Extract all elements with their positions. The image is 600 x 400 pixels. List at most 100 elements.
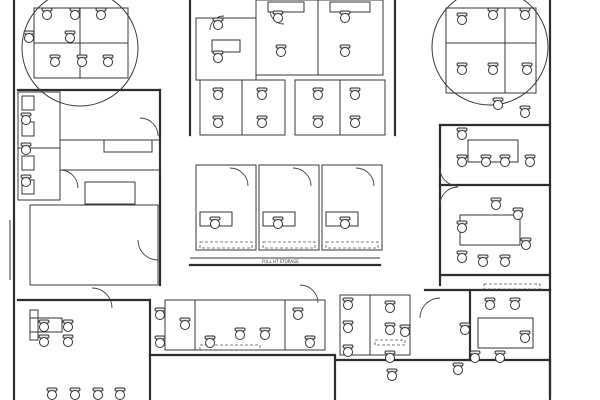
office-chair bbox=[509, 297, 521, 310]
office-chair bbox=[477, 254, 489, 267]
door-core-1 bbox=[139, 117, 159, 137]
restroom-b bbox=[17, 147, 61, 201]
door-m1 bbox=[229, 167, 249, 187]
office-chair bbox=[62, 334, 74, 347]
office-chair bbox=[204, 335, 216, 348]
office-chair bbox=[102, 54, 114, 67]
utility-room bbox=[29, 204, 159, 286]
chair-seat bbox=[488, 10, 498, 20]
office-chair bbox=[339, 44, 351, 57]
highlight-circles bbox=[21, 0, 549, 107]
office-chair bbox=[312, 87, 324, 100]
chair-seat bbox=[115, 390, 125, 400]
office-chair bbox=[349, 115, 361, 128]
office-m2 bbox=[258, 164, 320, 251]
office-chair bbox=[487, 7, 499, 20]
wc-1 bbox=[21, 95, 35, 111]
chair-seat bbox=[493, 100, 503, 110]
office-chair bbox=[519, 330, 531, 343]
chair-seat bbox=[63, 322, 73, 332]
chair-seat bbox=[495, 353, 505, 363]
chair-seat bbox=[39, 337, 49, 347]
chair-seat bbox=[257, 90, 267, 100]
storage-label: FULL HT STORAGE bbox=[262, 259, 299, 264]
office-chair bbox=[76, 54, 88, 67]
office-chair bbox=[456, 12, 468, 25]
office-chair bbox=[524, 154, 536, 167]
office-chair bbox=[384, 350, 396, 363]
chair-seat bbox=[400, 327, 410, 337]
chair-seat bbox=[385, 303, 395, 313]
door-core-2 bbox=[59, 169, 79, 189]
office-chair bbox=[384, 322, 396, 335]
office-chair bbox=[456, 250, 468, 263]
chair-seat bbox=[457, 65, 467, 75]
chair-seat bbox=[510, 300, 520, 310]
chair-seat bbox=[513, 210, 523, 220]
office-chair bbox=[69, 7, 81, 20]
door-east-1 bbox=[439, 167, 459, 187]
conf-table-east-2 bbox=[459, 214, 521, 246]
chair-seat bbox=[213, 118, 223, 128]
chair-seat bbox=[21, 115, 31, 125]
door-east-2 bbox=[439, 186, 459, 206]
chair-seat bbox=[180, 320, 190, 330]
chair-seat bbox=[210, 219, 220, 229]
chair-seat bbox=[305, 338, 315, 348]
chair-seat bbox=[491, 200, 501, 210]
office-chair bbox=[41, 7, 53, 20]
chair-seat bbox=[24, 33, 34, 43]
chair-seat bbox=[385, 353, 395, 363]
south-cubicle-block-3 bbox=[284, 299, 326, 351]
office-chair bbox=[512, 207, 524, 220]
office-chair bbox=[459, 322, 471, 335]
chair-seat bbox=[340, 219, 350, 229]
office-chair bbox=[292, 307, 304, 320]
chair-seat bbox=[343, 300, 353, 310]
chair-seat bbox=[340, 47, 350, 57]
chair-seat bbox=[343, 323, 353, 333]
chair-seat bbox=[273, 13, 283, 23]
cubicles-center bbox=[199, 79, 386, 136]
chair-seat bbox=[500, 157, 510, 167]
chair-seat bbox=[525, 157, 535, 167]
chair-seat bbox=[520, 10, 530, 20]
door-utility bbox=[137, 239, 159, 261]
chair-seat bbox=[155, 310, 165, 320]
office-chair bbox=[399, 324, 411, 337]
chair-seat bbox=[155, 338, 165, 348]
chair-seat bbox=[457, 130, 467, 140]
chair-seat bbox=[457, 253, 467, 263]
office-chair bbox=[492, 97, 504, 110]
office-chair bbox=[256, 87, 268, 100]
office-chair bbox=[349, 87, 361, 100]
chair-seat bbox=[21, 177, 31, 187]
storage-bin-m2 bbox=[262, 241, 316, 249]
desk-n1 bbox=[211, 39, 241, 53]
office-chair bbox=[490, 197, 502, 210]
chair-seat bbox=[235, 330, 245, 340]
sink-counter bbox=[84, 181, 136, 205]
office-chair bbox=[456, 154, 468, 167]
chair-seat bbox=[453, 365, 463, 375]
office-chair bbox=[519, 7, 531, 20]
office-chair bbox=[456, 62, 468, 75]
chair-seat bbox=[39, 322, 49, 332]
office-chair bbox=[469, 350, 481, 363]
highlight-circle-northwest bbox=[21, 0, 139, 107]
chair-seat bbox=[313, 118, 323, 128]
office-chair bbox=[69, 387, 81, 400]
chair-seat bbox=[96, 10, 106, 20]
office-chair bbox=[342, 297, 354, 310]
lower-wing-wall bbox=[16, 298, 152, 400]
office-chair bbox=[520, 237, 532, 250]
chair-seat bbox=[93, 390, 103, 400]
chair-seat bbox=[387, 371, 397, 381]
chair-seat bbox=[77, 57, 87, 67]
chairs bbox=[20, 7, 536, 400]
chair-seat bbox=[340, 13, 350, 23]
office-chair bbox=[384, 300, 396, 313]
chair-seat bbox=[520, 108, 530, 118]
office-chair bbox=[312, 115, 324, 128]
